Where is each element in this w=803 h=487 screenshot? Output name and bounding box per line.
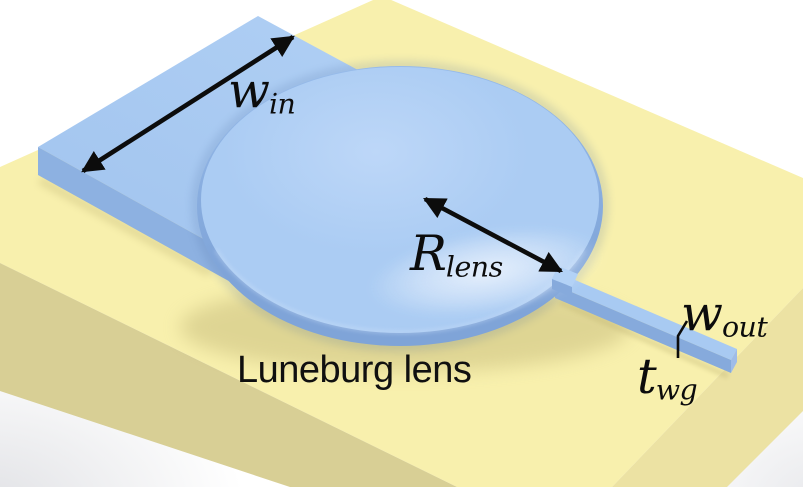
figure-caption: Luneburg lens — [237, 349, 472, 391]
w-in-dimension-arrow — [81, 35, 295, 173]
substrate-front-face — [0, 263, 457, 487]
junction-front-face — [552, 279, 572, 297]
w-in-label-sub: in — [268, 87, 296, 121]
output-waveguide-top-face — [555, 274, 737, 360]
t-wg-label-base: t — [637, 348, 657, 405]
w-in-label: win — [228, 66, 296, 118]
w-in-label-base: w — [228, 62, 270, 119]
r-lens-label-base: R — [410, 225, 447, 282]
r-lens-label-sub: lens — [445, 250, 503, 284]
output-waveguide-front-face — [555, 285, 731, 373]
r-lens-dimension-arrow — [423, 196, 563, 274]
t-wg-label: twg — [637, 352, 698, 404]
w-out-label: wout — [681, 289, 768, 341]
r-lens-label: Rlens — [410, 229, 503, 281]
wout-twg-leader-line — [676, 320, 689, 358]
substrate-right-face — [612, 288, 803, 487]
output-waveguide-end-face — [731, 349, 737, 373]
slab-shadow — [38, 176, 212, 277]
output-waveguide-shadow — [558, 299, 730, 379]
w-out-label-base: w — [681, 285, 723, 342]
w-out-label-sub: out — [721, 310, 768, 344]
t-wg-label-sub: wg — [655, 373, 698, 407]
output-waveguide-bar — [555, 274, 737, 373]
